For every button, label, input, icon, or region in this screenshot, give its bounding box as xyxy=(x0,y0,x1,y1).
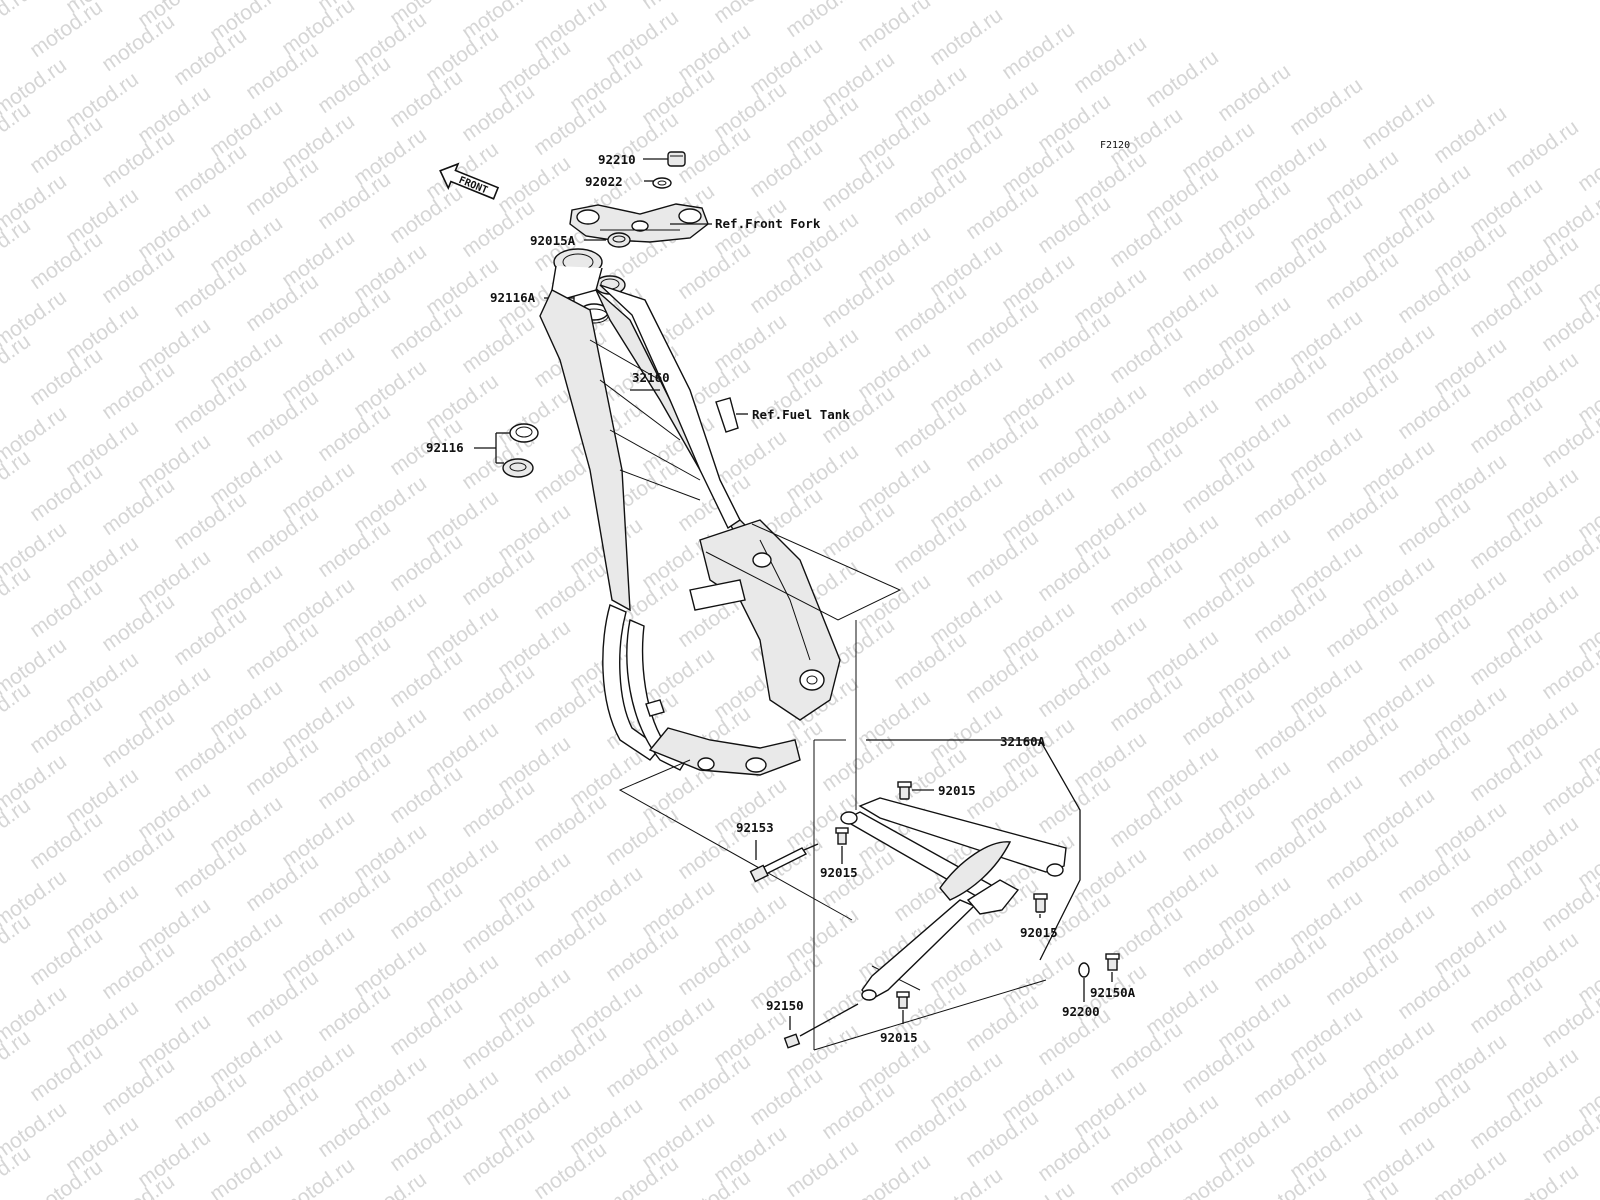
watermark-text: motod.ru xyxy=(638,0,719,14)
watermark-text: motod.ru xyxy=(710,0,791,28)
watermark-text: motod.ru xyxy=(926,1164,1007,1200)
label-92015-mid: 92015 xyxy=(820,865,858,880)
watermark-text: motod.ru xyxy=(1286,74,1367,140)
reference-planes xyxy=(618,523,1047,1051)
label-92210: 92210 xyxy=(598,152,636,167)
watermark-text: motod.ru xyxy=(854,0,935,56)
label-92116: 92116 xyxy=(426,440,464,455)
bolt-92153 xyxy=(749,840,819,883)
watermark-text: motod.ru xyxy=(1502,1160,1583,1200)
label-92015-right: 92015 xyxy=(1020,925,1058,940)
bearing-set-92116 xyxy=(474,423,539,478)
label-92200: 92200 xyxy=(1062,1004,1100,1019)
sub-frame-32160A xyxy=(840,739,1081,1001)
bolt-92015-mid xyxy=(835,827,849,864)
watermark-text: motod.ru xyxy=(782,0,863,42)
watermark-text: motod.ru xyxy=(1538,522,1600,588)
label-32160A: 32160A xyxy=(1000,734,1046,749)
watermark-text: motod.ru xyxy=(1214,60,1295,126)
bolt-92150 xyxy=(783,1003,859,1049)
watermark-text: motod.ru xyxy=(926,4,1007,70)
watermark-text: motod.ru xyxy=(998,18,1079,84)
watermark-text: motod.ru xyxy=(1538,870,1600,936)
bolt-92015-bottom xyxy=(896,991,910,1024)
label-92015-bottom: 92015 xyxy=(880,1030,918,1045)
watermark-text: motod.ru xyxy=(278,1154,359,1200)
upper-triple-clamp xyxy=(569,203,709,243)
watermark-text: motod.ru xyxy=(1502,116,1583,182)
ref-front-fork-label: Ref.Front Fork xyxy=(715,216,821,231)
nut-92015A xyxy=(584,232,631,248)
label-92153: 92153 xyxy=(736,820,774,835)
watermark-text: motod.ru xyxy=(1430,102,1511,168)
watermark-text: motod.ru xyxy=(1070,32,1151,98)
watermark-text: motod.ru xyxy=(1430,1146,1511,1200)
bolt-92150A xyxy=(1105,953,1120,982)
watermark-text: motod.ru xyxy=(206,1140,287,1200)
watermark-text: motod.ru xyxy=(1538,986,1600,1052)
watermark-text: motod.ru xyxy=(782,1136,863,1200)
label-92150: 92150 xyxy=(766,998,804,1013)
watermark-text: motod.ru xyxy=(998,1178,1079,1200)
watermark-text: motod.ru xyxy=(1538,754,1600,820)
label-92150A: 92150A xyxy=(1090,985,1136,1000)
washer-92022 xyxy=(644,177,672,189)
watermark-text: motod.ru xyxy=(1538,406,1600,472)
bolt-92015-right xyxy=(1033,893,1048,918)
ref-fuel-tank-label: Ref.Fuel Tank xyxy=(752,407,850,422)
label-92015-top: 92015 xyxy=(938,783,976,798)
label-32160: 32160 xyxy=(632,370,670,385)
main-frame-32160 xyxy=(539,248,841,776)
washer-92200 xyxy=(1078,962,1090,1002)
watermark-text: motod.ru xyxy=(1538,1102,1600,1168)
watermark-text: motod.ru xyxy=(1574,130,1600,196)
watermark-text: motod.ru xyxy=(26,0,107,62)
label-92022: 92022 xyxy=(585,174,623,189)
watermark-text: motod.ru xyxy=(1538,638,1600,704)
diagram-code: F2120 xyxy=(1100,140,1130,151)
label-92116A: 92116A xyxy=(490,290,536,305)
bolt-92015-top xyxy=(897,781,934,800)
watermark-text: motod.ru xyxy=(854,1150,935,1200)
label-92015A: 92015A xyxy=(530,233,576,248)
watermark-text: motod.ru xyxy=(1358,88,1439,154)
stem-nut-92210 xyxy=(643,151,686,167)
watermark-text: motod.ru xyxy=(1142,46,1223,112)
watermark-text: motod.ru xyxy=(350,1168,431,1200)
watermark-text: motod.ru xyxy=(1538,290,1600,356)
